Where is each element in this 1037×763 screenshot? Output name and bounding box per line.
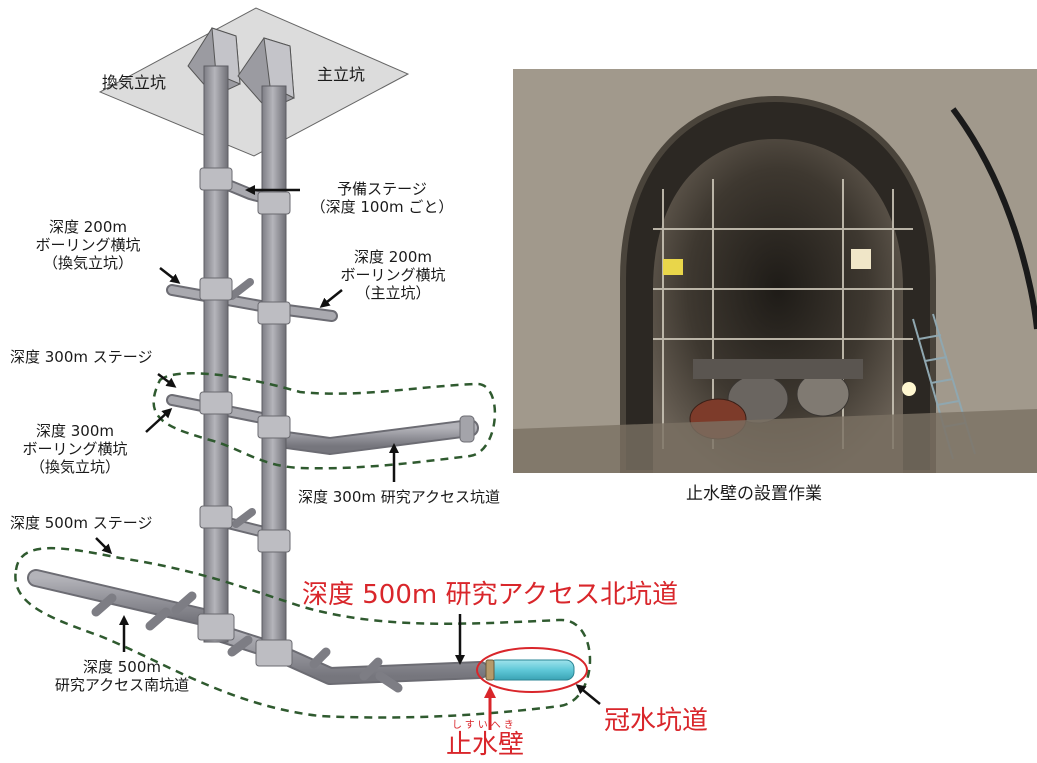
label-boring200-main-line1: 深度 200m xyxy=(353,248,432,266)
label-water-wall: 止水壁 xyxy=(446,730,525,760)
access-tunnel-300m xyxy=(263,415,479,455)
photo-warning-sign xyxy=(851,249,871,269)
photo-light xyxy=(902,382,916,396)
tunnel-photo-drawing xyxy=(513,69,1037,473)
arrow-stage500 xyxy=(95,537,113,555)
arrow-boring200-main xyxy=(319,289,343,308)
photo-warning-sign xyxy=(663,259,683,275)
label-access500-south-line1: 深度 500m xyxy=(82,658,161,676)
access-tunnel-500m-south xyxy=(27,569,225,631)
label-vent-shaft: 換気立坑 xyxy=(102,73,167,92)
label-water-wall-ruby: しすいへき xyxy=(452,720,517,731)
label-access500-south-line2: 研究アクセス南坑道 xyxy=(54,676,190,694)
label-arrows xyxy=(95,185,601,705)
label-boring200-vent-line1: 深度 200m xyxy=(48,218,127,236)
label-boring300-line2: ボーリング横坑 xyxy=(22,440,128,458)
label-boring200-vent-line3: （換気立坑） xyxy=(42,254,133,272)
flooded-tunnel xyxy=(485,659,575,681)
arrow-flooded xyxy=(575,684,601,705)
photo-caption: 止水壁の設置作業 xyxy=(686,484,822,504)
flooded-highlight-ring xyxy=(476,647,588,693)
label-boring300-line3: （換気立坑） xyxy=(29,458,120,476)
label-main-shaft: 主立坑 xyxy=(317,65,366,84)
label-spare-stage-line2: （深度 100m ごと） xyxy=(310,198,454,216)
main-shaft xyxy=(255,85,293,667)
arrow-boring200-vent xyxy=(159,267,181,284)
label-stage500: 深度 500m ステージ xyxy=(10,514,153,532)
label-flooded-tunnel: 冠水坑道 xyxy=(604,706,709,736)
water-wall-block xyxy=(485,659,495,681)
label-boring200-main: 深度 200m ボーリング横坑 （主立坑） xyxy=(318,248,468,302)
tunnel-photo xyxy=(513,69,1037,473)
label-boring200-main-line2: ボーリング横坑 xyxy=(340,266,446,284)
label-access300: 深度 300m 研究アクセス坑道 xyxy=(298,488,501,506)
label-stage300: 深度 300m ステージ xyxy=(10,348,153,366)
ventilation-shaft xyxy=(197,65,235,643)
label-access500-north: 深度 500m 研究アクセス北坑道 xyxy=(302,580,679,610)
label-boring300: 深度 300m ボーリング横坑 （換気立坑） xyxy=(0,422,150,476)
label-access500-south: 深度 500m 研究アクセス南坑道 xyxy=(22,658,222,694)
label-spare-stage: 予備ステージ （深度 100m ごと） xyxy=(302,180,462,216)
label-boring200-main-line3: （主立坑） xyxy=(355,284,431,302)
access-tunnel-500m-north xyxy=(207,623,489,693)
label-boring200-vent: 深度 200m ボーリング横坑 （換気立坑） xyxy=(8,218,168,272)
stage-300m-outline xyxy=(152,372,497,470)
label-spare-stage-line1: 予備ステージ xyxy=(337,180,427,198)
label-boring300-line1: 深度 300m xyxy=(35,422,114,440)
arrow-stage300 xyxy=(157,373,177,388)
label-boring200-vent-line2: ボーリング横坑 xyxy=(35,236,141,254)
arrow-boring300 xyxy=(145,407,173,433)
